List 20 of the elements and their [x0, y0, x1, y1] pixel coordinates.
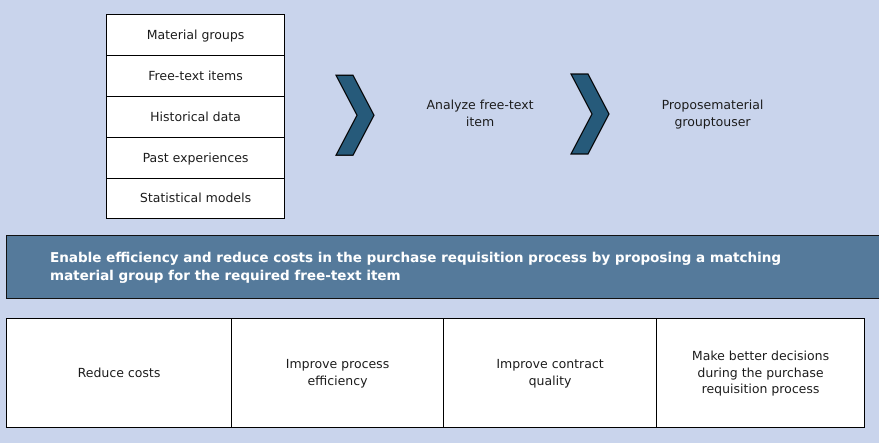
benefit-cell — [656, 318, 865, 428]
label-text: Improve process efficiency — [284, 356, 390, 390]
label-text: Free-text items — [148, 68, 243, 84]
benefit-cell — [443, 318, 656, 428]
goal-banner — [6, 235, 879, 299]
label-text: Historical data — [150, 108, 241, 126]
benefit-cell — [231, 318, 443, 428]
label-text: Enable efficiency and reduce costs in the purchase requisition process by proposing a matching material group for the required free-text item — [50, 248, 782, 286]
label-text: Improve contract quality — [495, 356, 605, 390]
label-text: Past experiences — [142, 150, 248, 166]
benefit-cell — [6, 318, 231, 428]
label-text: Make better decisions during the purchase requisition process — [690, 348, 830, 398]
list-box — [106, 14, 285, 219]
label-text: Reduce costs — [78, 364, 160, 382]
label-text: Material groups — [146, 26, 244, 44]
label-text: Analyze free-text item — [425, 97, 535, 131]
chevron-arrow — [335, 74, 375, 156]
label-text: Statistical models — [140, 190, 252, 207]
chevron-arrow — [570, 73, 610, 155]
label-text: Proposematerial grouptouser — [660, 97, 764, 131]
